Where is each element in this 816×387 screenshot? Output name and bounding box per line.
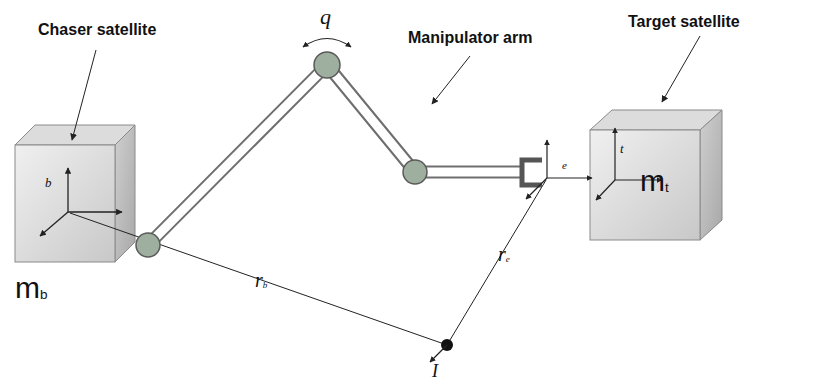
main-letter: r	[498, 243, 506, 265]
frame-label: t	[620, 142, 624, 155]
rotation-arrow	[303, 39, 351, 48]
part-name: Chaser satellite	[38, 22, 156, 38]
subscript: b	[263, 280, 268, 290]
inertial-frame	[430, 339, 453, 362]
vector-label: rb	[255, 270, 267, 290]
chaser-satellite: bmb	[15, 145, 115, 262]
mass-label: mb	[15, 273, 48, 303]
manipulator-links	[148, 65, 520, 245]
part-name: Target satellite	[628, 14, 740, 30]
target-satellite: tmt	[590, 130, 700, 240]
gripper	[522, 160, 542, 185]
target-cube	[590, 110, 722, 240]
frame-e	[526, 140, 592, 199]
main-letter: m	[640, 164, 665, 197]
part-name: Manipulator arm	[408, 30, 532, 46]
chaser-cube	[15, 125, 135, 262]
vector-label: re	[498, 244, 510, 264]
frame-b	[40, 168, 122, 236]
main-letter: r	[255, 269, 263, 291]
subscript: t	[665, 180, 669, 195]
joint-variable: q	[320, 6, 331, 28]
subscript: e	[506, 254, 510, 264]
joints	[136, 52, 427, 257]
position-vectors	[70, 180, 546, 345]
frame-label: b	[45, 176, 52, 189]
leader-arrows	[72, 36, 700, 140]
mass-label: mt	[640, 166, 669, 196]
frame-label: I	[432, 362, 438, 380]
main-letter: m	[15, 271, 40, 304]
subscript: b	[40, 287, 48, 302]
frame-label: e	[562, 160, 567, 171]
